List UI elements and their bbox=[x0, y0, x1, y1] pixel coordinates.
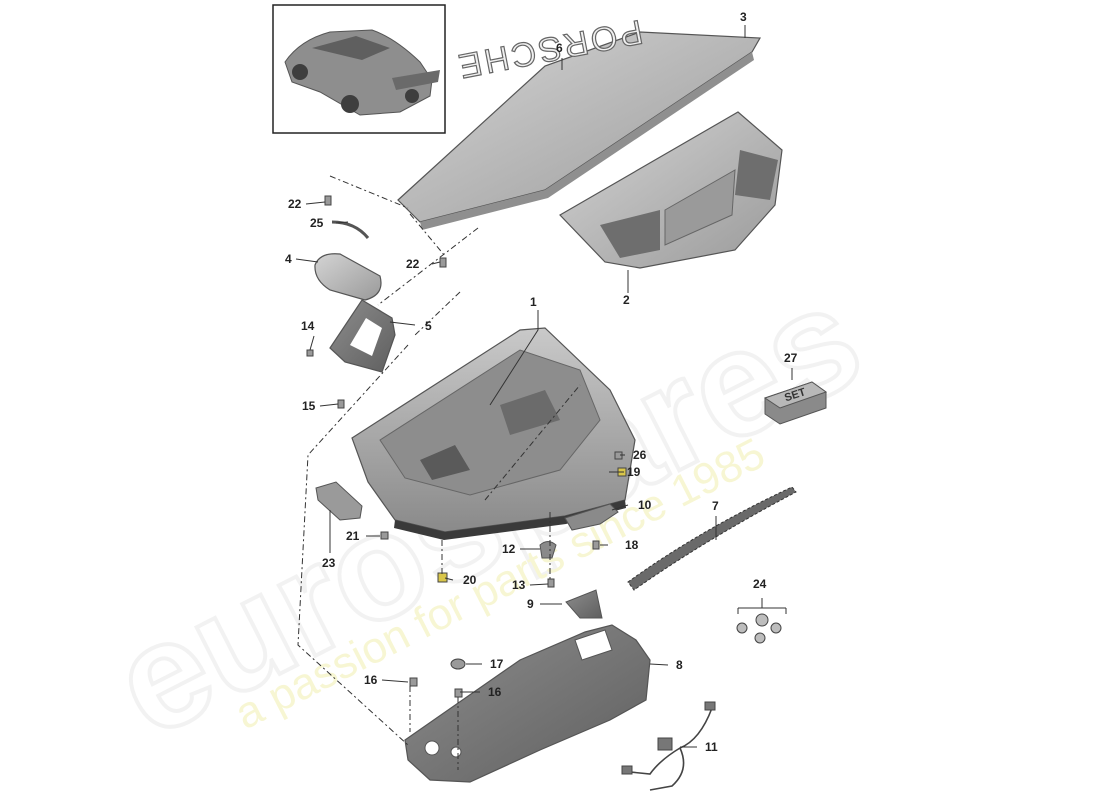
callout-7: 7 bbox=[712, 499, 719, 513]
wiring-harness bbox=[621, 701, 716, 791]
latch bbox=[564, 503, 619, 531]
callout-9: 9 bbox=[527, 597, 534, 611]
callout-6: 6 bbox=[556, 41, 563, 55]
callout-23: 23 bbox=[322, 556, 336, 570]
spoiler-bracket bbox=[329, 299, 396, 373]
small-cover bbox=[565, 589, 603, 619]
callout-18: 18 bbox=[625, 538, 639, 552]
callout-12: 12 bbox=[502, 542, 516, 556]
callout-13: 13 bbox=[512, 578, 526, 592]
callout-27: 27 bbox=[784, 351, 798, 365]
callout-25: 25 bbox=[310, 216, 324, 230]
callout-24: 24 bbox=[753, 577, 767, 591]
callout-11: 11 bbox=[705, 740, 718, 754]
leader-lines bbox=[295, 25, 793, 748]
callout-22b: 22 bbox=[406, 257, 420, 271]
guide-lines bbox=[297, 175, 581, 770]
bumper-carrier bbox=[404, 624, 651, 783]
callout-3: 3 bbox=[740, 10, 747, 24]
callout-26: 26 bbox=[633, 448, 647, 462]
callout-10: 10 bbox=[638, 498, 652, 512]
callout-15: 15 bbox=[302, 399, 316, 413]
callout-14: 14 bbox=[301, 319, 315, 333]
hinge bbox=[315, 481, 363, 521]
callout-4: 4 bbox=[285, 252, 292, 266]
callout-1: 1 bbox=[530, 295, 537, 309]
callout-20: 20 bbox=[463, 573, 477, 587]
callout-21: 21 bbox=[346, 529, 360, 543]
callout-8: 8 bbox=[676, 658, 683, 672]
callout-16b: 16 bbox=[488, 685, 502, 699]
callout-22a: 22 bbox=[288, 197, 302, 211]
end-plate-cover bbox=[314, 253, 382, 301]
callouts: 1 2 3 6 4 5 27 7 8 9 10 11 12 13 14 15 1… bbox=[285, 10, 798, 754]
rear-decklid bbox=[351, 327, 636, 540]
callout-16a: 16 bbox=[364, 673, 378, 687]
fasteners bbox=[306, 195, 627, 698]
rear-seal-strip bbox=[627, 486, 797, 591]
wing-rod bbox=[331, 220, 370, 239]
catch bbox=[539, 541, 557, 559]
vehicle-thumbnail bbox=[272, 4, 446, 134]
callout-19: 19 bbox=[627, 465, 641, 479]
spoiler-base bbox=[559, 111, 783, 269]
callout-2: 2 bbox=[623, 293, 630, 307]
set-box: SET bbox=[763, 381, 828, 425]
rear-spoiler-wing bbox=[397, 31, 762, 230]
callout-5: 5 bbox=[425, 319, 432, 333]
callout-17: 17 bbox=[490, 657, 504, 671]
fastener-set bbox=[736, 613, 782, 644]
